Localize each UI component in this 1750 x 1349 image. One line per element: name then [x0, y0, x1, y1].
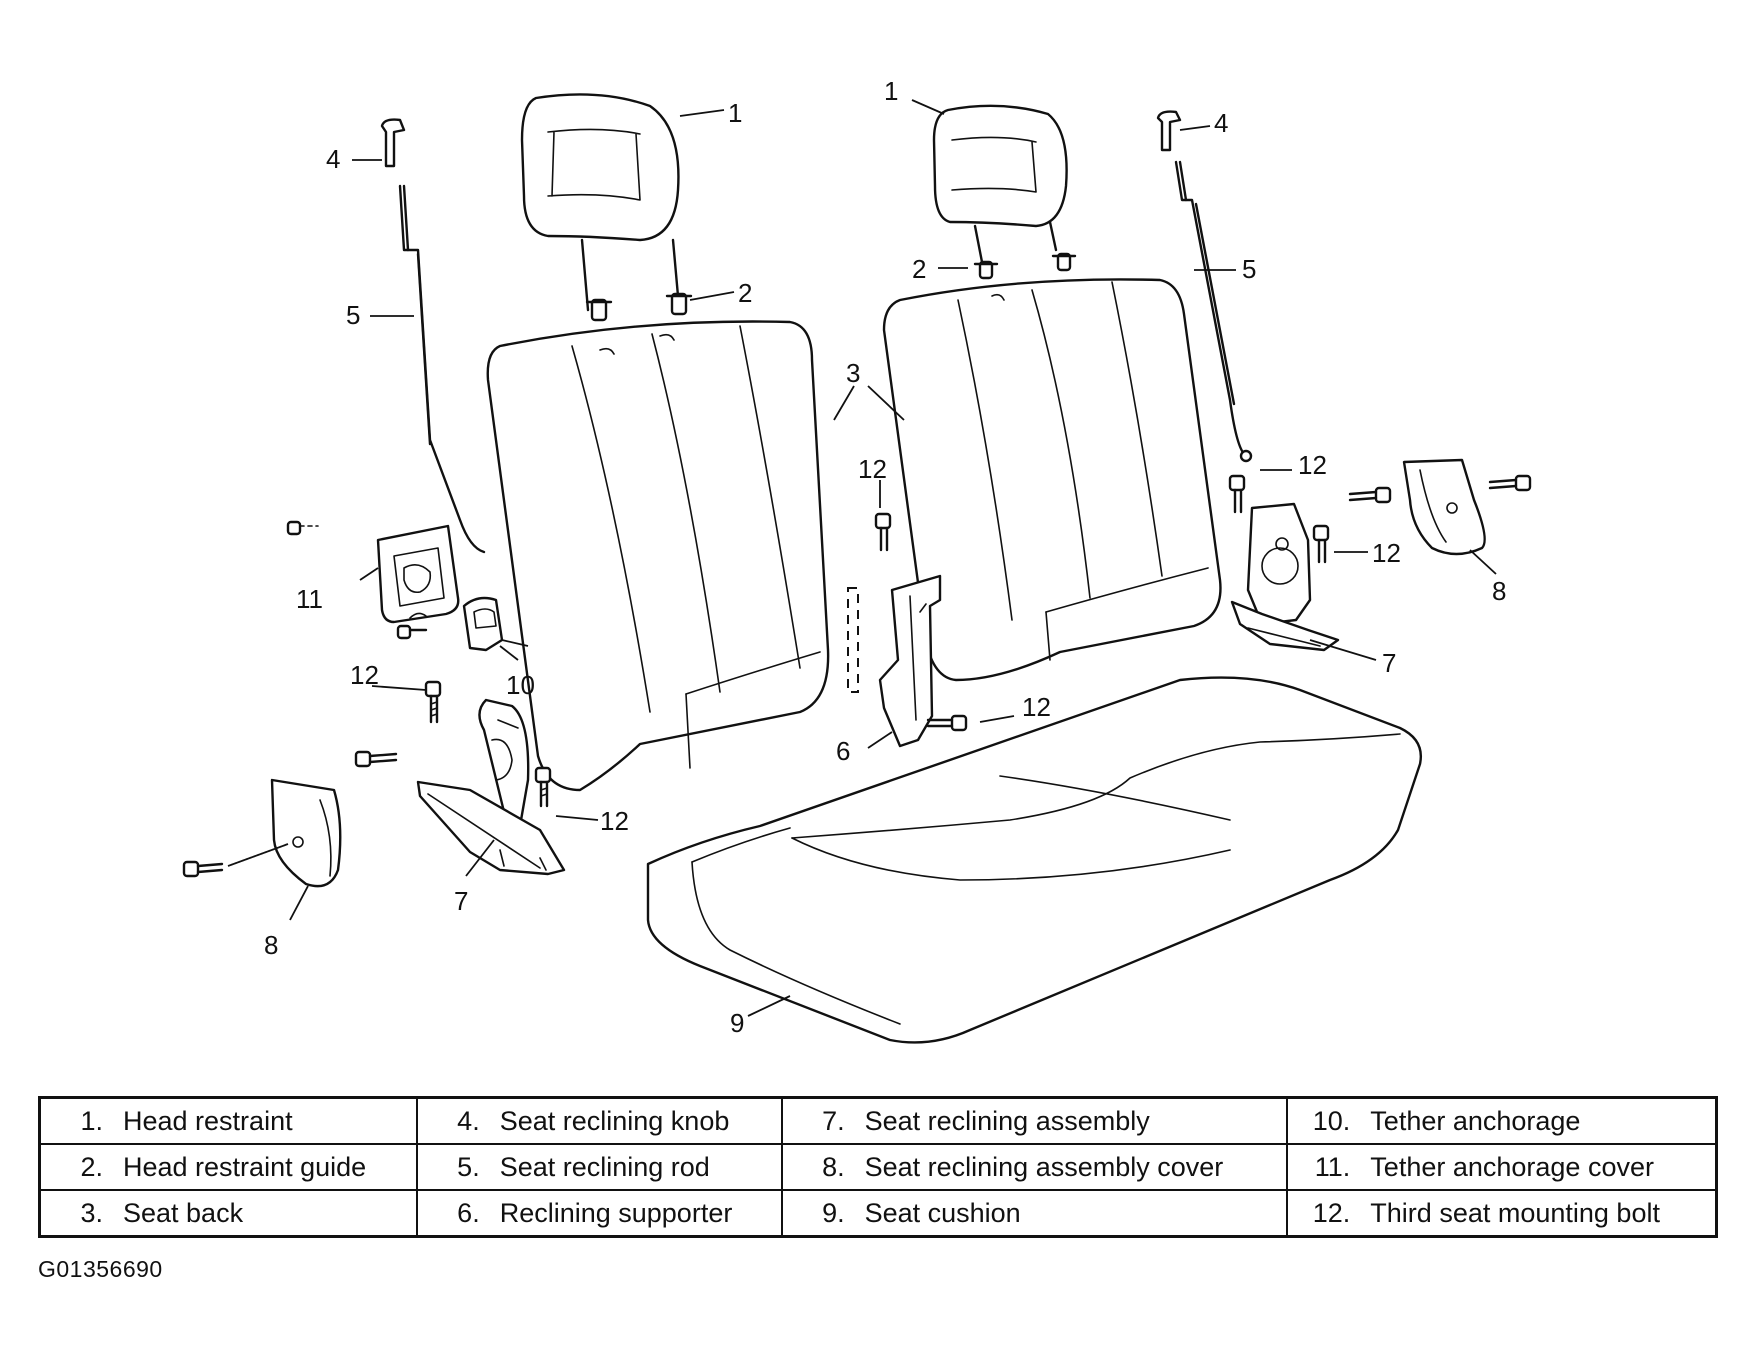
callout-5: 5 — [1242, 254, 1256, 284]
legend-cell: 12.Third seat mounting bolt — [1286, 1189, 1718, 1238]
callout-12: 12 — [600, 806, 629, 836]
callout-8: 8 — [1492, 576, 1506, 606]
reclining-supporter — [847, 574, 942, 748]
seat-cushion — [646, 676, 1422, 1044]
reclining-knob-left — [380, 118, 406, 168]
legend-cell: 2.Head restraint guide — [38, 1143, 418, 1191]
callouts: 1 1 2 2 3 4 4 5 5 6 7 7 8 8 9 10 11 12 1… — [264, 76, 1506, 1038]
callout-7: 7 — [454, 886, 468, 916]
seat-back-left — [486, 320, 830, 792]
leader-lines — [289, 99, 1497, 1017]
callout-11: 11 — [296, 584, 323, 614]
callout-12: 12 — [1298, 450, 1327, 480]
legend-row: 2.Head restraint guide 5.Seat reclining … — [38, 1143, 1718, 1191]
callout-6: 6 — [836, 736, 850, 766]
callout-3: 3 — [846, 358, 860, 388]
callout-2: 2 — [912, 254, 926, 284]
legend-cell: 8.Seat reclining assembly cover — [780, 1143, 1289, 1191]
callout-1: 1 — [884, 76, 898, 106]
callout-8: 8 — [264, 930, 278, 960]
tether-anchorage-cover — [376, 524, 460, 624]
callout-10: 10 — [506, 670, 535, 700]
callout-5: 5 — [346, 300, 360, 330]
mounting-bolts — [182, 474, 1532, 878]
head-restraint-right — [932, 104, 1068, 264]
legend-row: 3.Seat back 6.Reclining supporter 9.Seat… — [38, 1189, 1718, 1238]
seat-exploded-diagram: 1 1 2 2 3 4 4 5 5 6 7 7 8 8 9 10 11 12 1… — [182, 76, 1532, 1044]
seat-back-right — [882, 278, 1222, 682]
callout-7: 7 — [1382, 648, 1396, 678]
callout-12: 12 — [858, 454, 887, 484]
callout-9: 9 — [730, 1008, 744, 1038]
reclining-assembly-right — [1230, 502, 1340, 652]
reclining-rod-left — [398, 184, 486, 554]
callout-1: 1 — [728, 98, 742, 128]
tether-anchorage — [462, 596, 529, 652]
callout-2: 2 — [738, 278, 752, 308]
legend-cell: 6.Reclining supporter — [415, 1189, 783, 1238]
reclining-cover-right — [1402, 458, 1486, 556]
figure-id: G01356690 — [38, 1256, 163, 1282]
callout-12: 12 — [350, 660, 379, 690]
legend-cell: 5.Seat reclining rod — [415, 1143, 783, 1191]
callout-12: 12 — [1022, 692, 1051, 722]
legend-cell: 10.Tether anchorage — [1286, 1096, 1718, 1145]
legend-row: 1.Head restraint 4.Seat reclining knob 7… — [38, 1096, 1718, 1145]
callout-4: 4 — [1214, 108, 1228, 138]
reclining-knob-right — [1156, 110, 1182, 152]
legend-cell: 11.Tether anchorage cover — [1286, 1143, 1718, 1191]
reclining-cover-left — [270, 778, 342, 888]
callout-4: 4 — [326, 144, 340, 174]
head-restraint-guides — [585, 252, 1077, 322]
legend-cell: 9.Seat cushion — [780, 1189, 1289, 1238]
parts-legend: 1.Head restraint 4.Seat reclining knob 7… — [38, 1096, 1718, 1238]
legend-cell: 1.Head restraint — [38, 1096, 418, 1145]
legend-cell: 4.Seat reclining knob — [415, 1096, 783, 1145]
reclining-assembly-left — [416, 698, 566, 876]
legend-cell: 7.Seat reclining assembly — [780, 1096, 1289, 1145]
legend-cell: 3.Seat back — [38, 1189, 418, 1238]
callout-12: 12 — [1372, 538, 1401, 568]
head-restraint-left — [520, 93, 680, 312]
reclining-rod-right — [1174, 160, 1253, 463]
